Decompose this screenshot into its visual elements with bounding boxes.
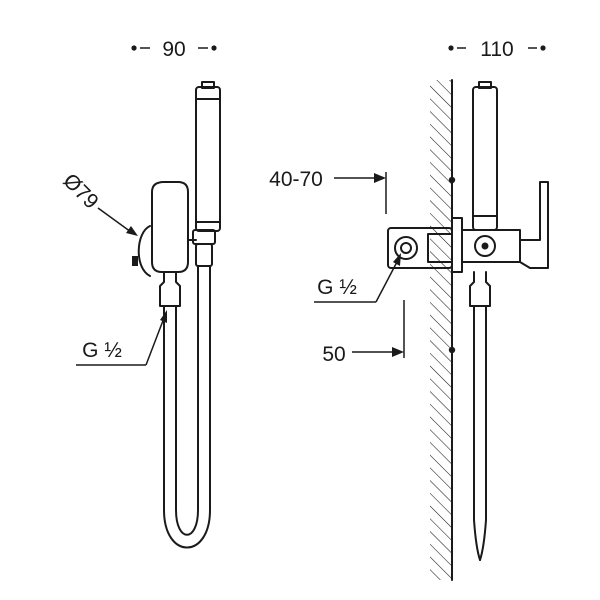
diameter-label: Ø79 (58, 169, 102, 213)
front-width-dimension: 90 (131, 38, 217, 61)
thread-label-right: G ½ (317, 276, 357, 299)
diameter-callout: Ø79 (58, 169, 138, 236)
depth-label: 50 (322, 343, 345, 366)
hose-connector-side (469, 271, 491, 307)
hand-shower (195, 81, 221, 232)
thread-callout-left: G ½ (76, 310, 167, 366)
thread-label-left: G ½ (82, 339, 122, 362)
wall-plate (137, 225, 151, 277)
side-view: 110 (269, 38, 549, 581)
thread-callout-right: G ½ (314, 253, 401, 303)
mixer-body (451, 181, 549, 273)
side-width-label: 110 (480, 38, 513, 61)
hand-shower-side (472, 81, 498, 231)
valve-body (151, 181, 216, 273)
wall-section (430, 79, 456, 581)
front-width-label: 90 (162, 38, 185, 61)
side-width-dimension: 110 (448, 38, 546, 61)
depth-dimension: 50 (322, 300, 405, 366)
range-dimension: 40-70 (269, 168, 387, 214)
front-view: 90 Ø79 (58, 38, 221, 549)
range-label: 40-70 (269, 168, 323, 191)
hose-connector (159, 271, 181, 307)
hose (163, 265, 211, 549)
hose-side (473, 305, 487, 561)
